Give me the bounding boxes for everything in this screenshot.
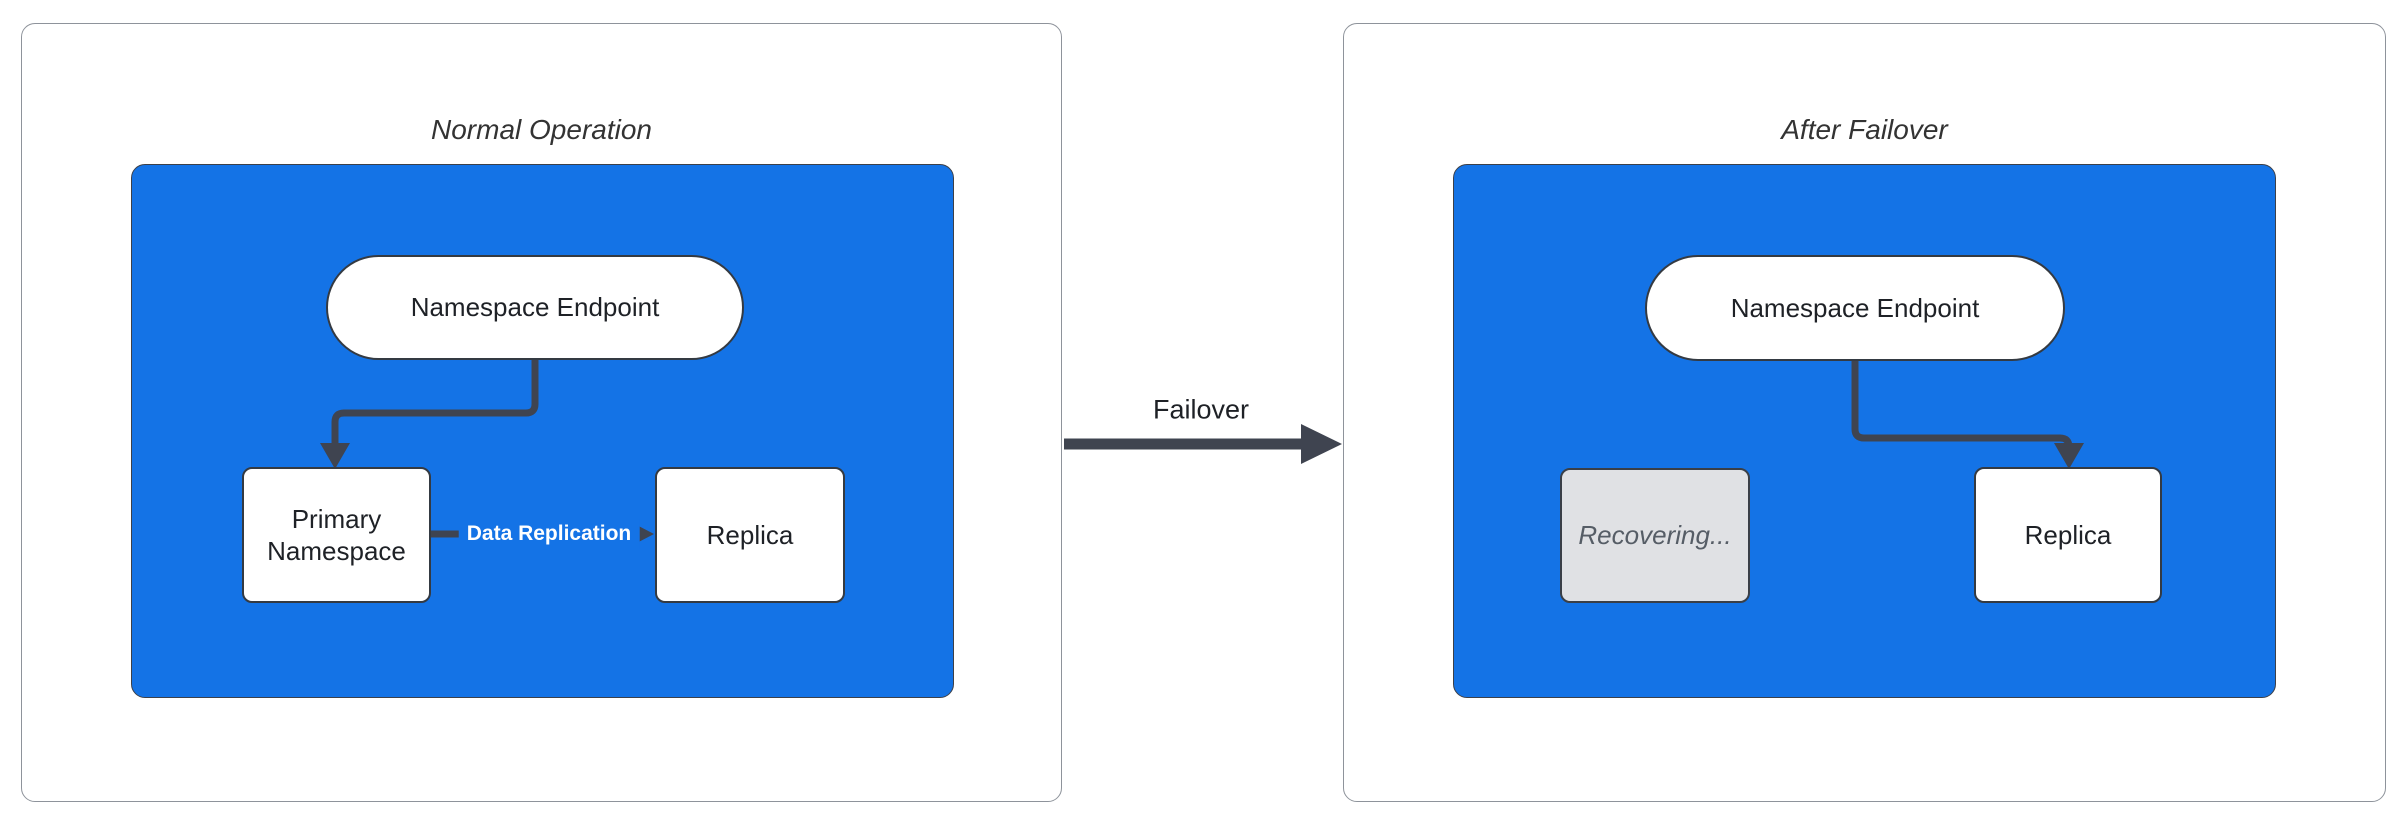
node-namespace-endpoint-left: Namespace Endpoint xyxy=(326,255,744,360)
cluster-after-failover xyxy=(1453,164,2276,698)
panel-normal-operation: Normal Operation xyxy=(21,23,1062,802)
panel-title-after-failover: After Failover xyxy=(1781,114,1948,145)
node-recovering: Recovering... xyxy=(1560,468,1750,603)
edge-label-data-replication: Data Replication xyxy=(458,519,640,549)
arrowhead-failover xyxy=(1301,424,1342,464)
node-replica-right: Replica xyxy=(1974,467,2162,603)
failover-arrow-label: Failover xyxy=(1152,394,1250,425)
panel-title-normal-operation: Normal Operation xyxy=(431,114,652,145)
node-primary-namespace: Primary Namespace xyxy=(242,467,431,603)
node-namespace-endpoint-right: Namespace Endpoint xyxy=(1645,255,2065,361)
node-replica-left: Replica xyxy=(655,467,845,603)
cluster-normal-operation xyxy=(131,164,954,698)
panel-after-failover: After Failover xyxy=(1343,23,2386,802)
